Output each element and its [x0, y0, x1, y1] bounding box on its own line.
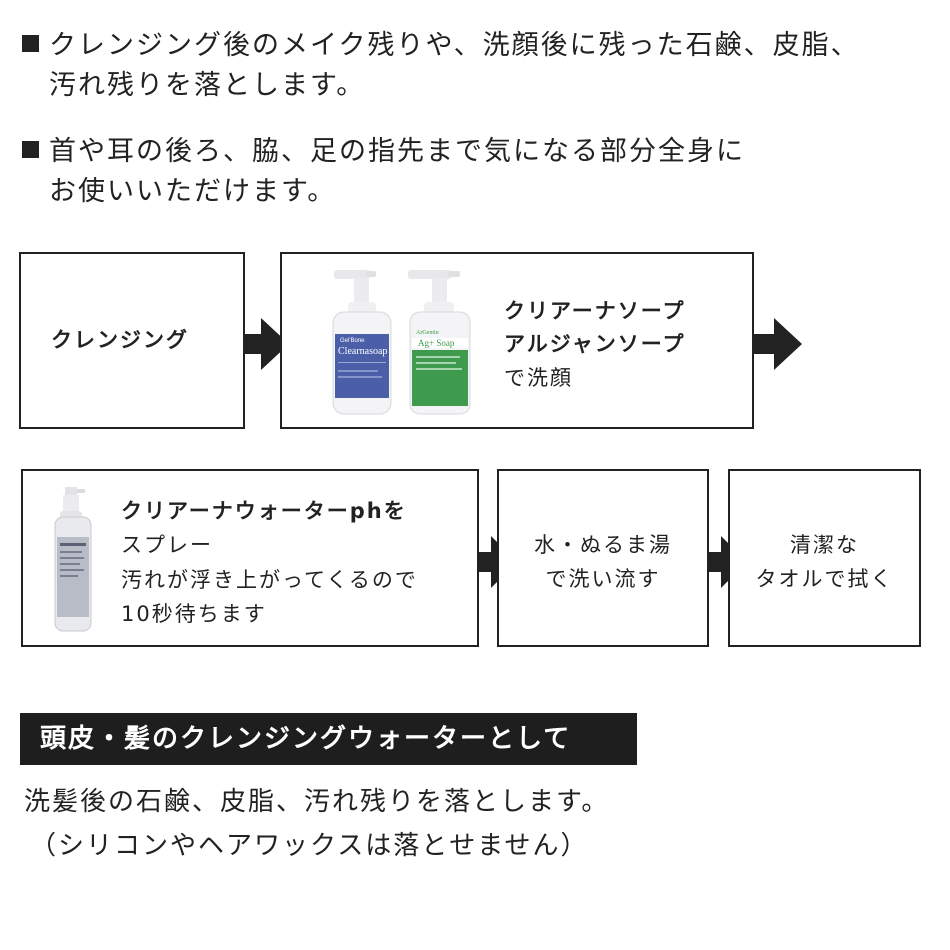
spray-wait-label: 10秒待ちます [121, 602, 267, 626]
agsoap-name-text: Ag+ Soap [418, 338, 455, 348]
step-cleansing-label: クレンジング [51, 328, 189, 352]
step-towel-box: 清潔な タオルで拭く [728, 469, 921, 647]
hair-section-line2: （シリコンやヘアワックスは落とせません） [30, 831, 589, 861]
clearna-water-spray-bottle-image [54, 487, 92, 632]
step-spray-box: クリアーナウォーターphを スプレー 汚れが浮き上がってくるので 10秒待ちます [21, 469, 479, 647]
agsoap-brand-text: ArGentin [416, 330, 439, 336]
intro-bullet-1: クレンジング後のメイク残りや、洗顔後に残った石鹸、皮脂、 汚れ残りを落とします。 [22, 26, 860, 106]
hair-section-line1: 洗髪後の石鹸、皮脂、汚れ残りを落とします。 [24, 787, 610, 817]
square-bullet-icon [22, 35, 39, 52]
spray-note-label: 汚れが浮き上がってくるので [121, 568, 418, 592]
clearnasoap-bottle-image: Gel'Bone Clearnasoap [332, 270, 392, 415]
intro-bullet-1-line1: クレンジング後のメイク残りや、洗顔後に残った石鹸、皮脂、 [49, 30, 860, 61]
clearnasoap-name-text: Clearnasoap [338, 346, 387, 357]
square-bullet-icon [22, 141, 39, 158]
arrow-right-icon [243, 318, 289, 370]
hair-section-heading: 頭皮・髪のクレンジングウォーターとして [20, 713, 637, 765]
step-rinse-box: 水・ぬるま湯 で洗い流す [497, 469, 709, 647]
rinse-line2: で洗い流す [545, 567, 661, 591]
intro-bullet-2-line2: お使いいただけます。 [49, 176, 337, 207]
step-cleansing-box: クレンジング [19, 252, 245, 429]
face-wash-product1-label: クリアーナソープ [504, 299, 686, 323]
spray-product-label: クリアーナウォーターphを [121, 499, 407, 523]
arrow-right-icon [707, 536, 747, 588]
towel-line2: タオルで拭く [755, 567, 894, 591]
intro-bullet-2: 首や耳の後ろ、脇、足の指先まで気になる部分全身に お使いいただけます。 [22, 132, 745, 212]
intro-bullet-1-line2: 汚れ残りを落とします。 [49, 70, 366, 101]
clearnasoap-brand-text: Gel'Bone [340, 338, 365, 344]
towel-line1: 清潔な [790, 533, 859, 557]
spray-action-label: スプレー [121, 533, 213, 557]
face-wash-product2-label: アルジャンソープ [504, 332, 686, 356]
intro-bullet-2-line1: 首や耳の後ろ、脇、足の指先まで気になる部分全身に [49, 136, 745, 167]
arrow-right-icon [752, 318, 802, 370]
agsoap-bottle-image: ArGentin Ag+ Soap [408, 270, 471, 415]
face-wash-instruction-label: で洗顔 [504, 366, 573, 390]
rinse-line1: 水・ぬるま湯 [534, 533, 672, 557]
step-face-wash-box: Gel'Bone Clearnasoap ArGentin Ag+ Soap ク… [280, 252, 754, 429]
